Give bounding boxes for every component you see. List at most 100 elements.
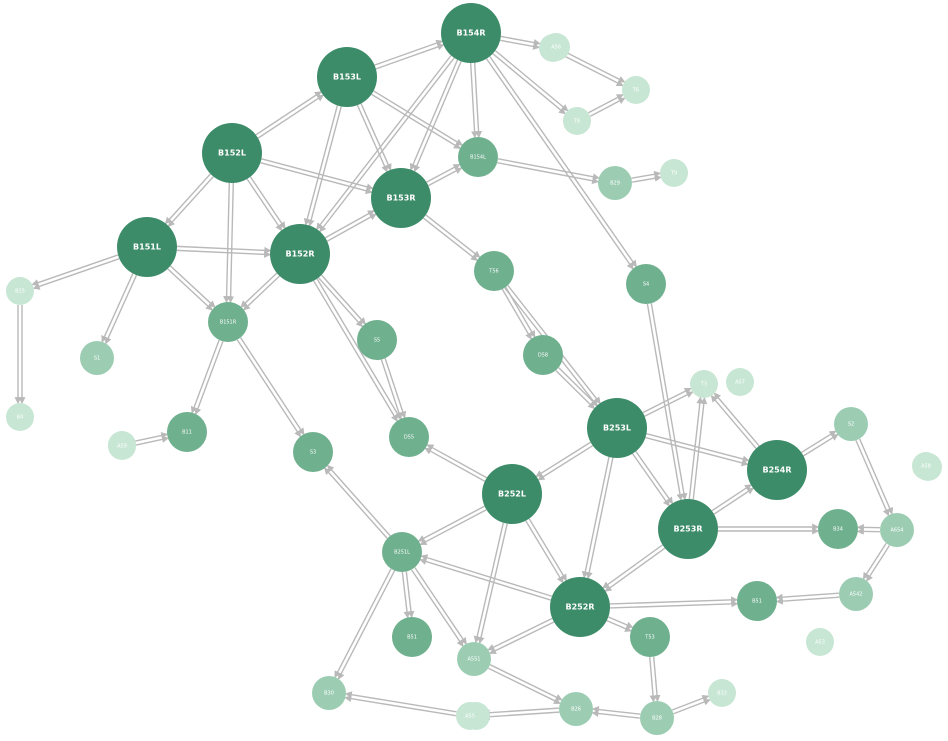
edge-B151L-B25-back <box>31 254 119 286</box>
node-b30[interactable]: B30 <box>312 676 346 710</box>
node-circle[interactable] <box>457 642 491 676</box>
node-a542[interactable]: A542 <box>839 577 873 611</box>
node-b253l[interactable]: B253L <box>587 398 647 458</box>
node-label: B253R <box>674 525 703 534</box>
node-circle[interactable] <box>80 341 114 375</box>
node-circle[interactable] <box>818 509 858 549</box>
node-circle[interactable] <box>482 464 542 524</box>
node-a551[interactable]: A551 <box>457 642 491 676</box>
node-b251l[interactable]: B251L <box>382 532 422 572</box>
node-s3[interactable]: S3 <box>293 432 333 472</box>
node-circle[interactable] <box>392 617 432 657</box>
node-circle[interactable] <box>834 407 868 441</box>
node-b4[interactable]: B4 <box>6 403 34 431</box>
node-circle[interactable] <box>382 532 422 572</box>
node-circle[interactable] <box>456 702 484 730</box>
node-circle[interactable] <box>6 403 34 431</box>
node-circle[interactable] <box>726 368 754 396</box>
node-b25[interactable]: B25 <box>6 277 34 305</box>
node-circle[interactable] <box>270 224 330 284</box>
node-s2[interactable]: S2 <box>834 407 868 441</box>
node-circle[interactable] <box>167 412 207 452</box>
node-circle[interactable] <box>357 320 397 360</box>
node-b32[interactable]: B32 <box>708 679 736 707</box>
node-circle[interactable] <box>598 166 632 200</box>
node-circle[interactable] <box>523 335 563 375</box>
node-circle[interactable] <box>660 159 688 187</box>
node-b51b[interactable]: B51 <box>737 581 777 621</box>
node-b151l[interactable]: B151L <box>117 217 177 277</box>
node-b153r[interactable]: B153R <box>371 168 431 228</box>
node-t3[interactable]: T3 <box>690 370 718 398</box>
node-circle[interactable] <box>587 398 647 458</box>
node-t9[interactable]: T9 <box>660 159 688 187</box>
node-a58[interactable]: A58 <box>912 452 940 480</box>
node-circle[interactable] <box>559 692 593 726</box>
node-circle[interactable] <box>371 168 431 228</box>
node-circle[interactable] <box>202 123 262 183</box>
node-b254r[interactable]: B254R <box>747 440 807 500</box>
edge-B253R-T3-back <box>692 396 708 500</box>
node-s4[interactable]: S4 <box>626 264 666 304</box>
node-b26[interactable]: B26 <box>559 692 593 726</box>
node-b34[interactable]: B34 <box>818 509 858 549</box>
node-circle[interactable] <box>474 251 514 291</box>
node-circle[interactable] <box>293 432 333 472</box>
node-circle[interactable] <box>630 617 670 657</box>
node-circle[interactable] <box>658 499 718 559</box>
node-b152l[interactable]: B152L <box>202 123 262 183</box>
node-circle[interactable] <box>550 577 610 637</box>
node-d55[interactable]: D55 <box>389 417 429 457</box>
node-circle[interactable] <box>458 137 498 177</box>
node-b28[interactable]: B28 <box>640 701 674 735</box>
node-t8[interactable]: T8 <box>563 107 591 135</box>
edge-B152R-B151R-back <box>240 272 278 308</box>
node-a55[interactable]: A55 <box>456 702 484 730</box>
node-a59[interactable]: A59 <box>108 432 136 460</box>
node-a57[interactable]: A57 <box>726 368 754 396</box>
node-t56[interactable]: T56 <box>474 251 514 291</box>
node-b51[interactable]: B51 <box>392 617 432 657</box>
node-a654[interactable]: A654 <box>880 513 914 547</box>
node-b252r[interactable]: B252R <box>550 577 610 637</box>
node-b154l[interactable]: B154L <box>458 137 498 177</box>
node-s1[interactable]: S1 <box>80 341 114 375</box>
node-circle[interactable] <box>640 701 674 735</box>
node-circle[interactable] <box>208 302 248 342</box>
node-b252l[interactable]: B252L <box>482 464 542 524</box>
node-circle[interactable] <box>880 513 914 547</box>
node-circle[interactable] <box>806 628 834 656</box>
node-b152r[interactable]: B152R <box>270 224 330 284</box>
node-a56[interactable]: A56 <box>542 33 570 61</box>
node-circle[interactable] <box>389 417 429 457</box>
node-circle[interactable] <box>563 107 591 135</box>
node-d58[interactable]: D58 <box>523 335 563 375</box>
node-circle[interactable] <box>6 277 34 305</box>
node-b153l[interactable]: B153L <box>317 47 377 107</box>
node-circle[interactable] <box>912 452 940 480</box>
node-b29[interactable]: B29 <box>598 166 632 200</box>
edge-B153R-T56 <box>425 214 481 258</box>
node-t53[interactable]: T53 <box>630 617 670 657</box>
edge-B152R-B151R <box>243 275 281 311</box>
node-b151r[interactable]: B151R <box>208 302 248 342</box>
node-circle[interactable] <box>622 76 650 104</box>
node-b11[interactable]: B11 <box>167 412 207 452</box>
node-circle[interactable] <box>312 676 346 710</box>
node-circle[interactable] <box>690 370 718 398</box>
node-circle[interactable] <box>747 440 807 500</box>
node-circle[interactable] <box>108 432 136 460</box>
node-t6[interactable]: T6 <box>622 76 650 104</box>
node-circle[interactable] <box>542 33 570 61</box>
node-circle[interactable] <box>708 679 736 707</box>
node-circle[interactable] <box>737 581 777 621</box>
node-circle[interactable] <box>441 3 501 63</box>
node-circle[interactable] <box>839 577 873 611</box>
node-circle[interactable] <box>626 264 666 304</box>
node-circle[interactable] <box>117 217 177 277</box>
node-s5[interactable]: S5 <box>357 320 397 360</box>
node-circle[interactable] <box>317 47 377 107</box>
node-a53[interactable]: A53 <box>806 628 834 656</box>
node-b154r[interactable]: B154R <box>441 3 501 63</box>
node-b253r[interactable]: B253R <box>658 499 718 559</box>
